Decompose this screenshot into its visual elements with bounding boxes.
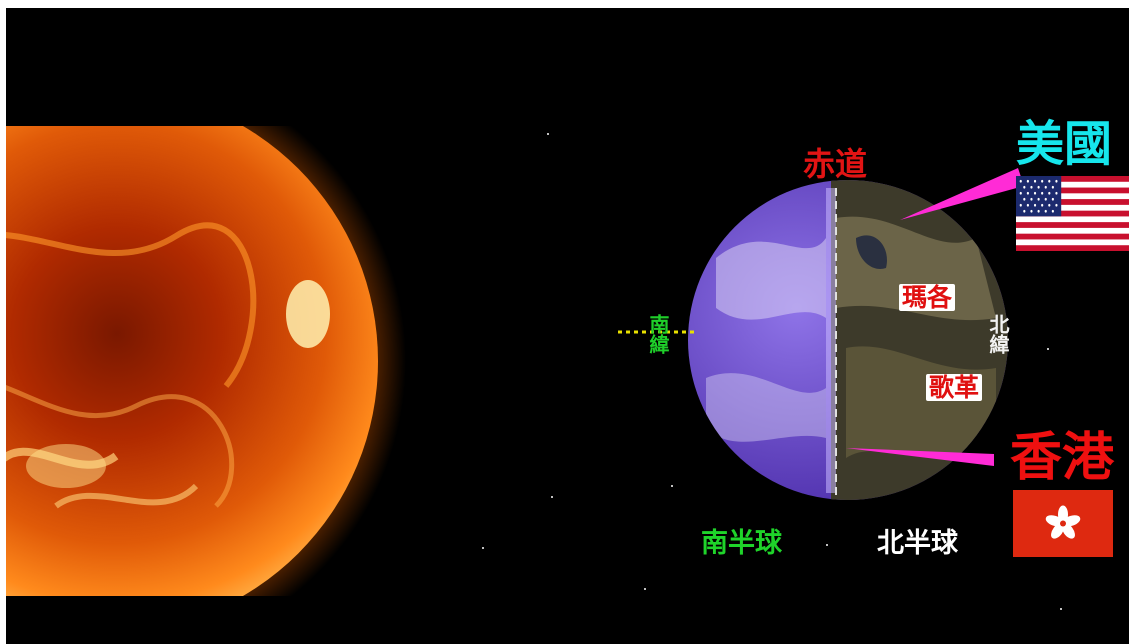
north-tropic-label: 北緯 — [986, 314, 1010, 354]
hong-kong-flag-icon — [1013, 490, 1113, 557]
hong-kong-label: 香港 — [1010, 428, 1115, 488]
northern-hemisphere-label: 北半球 — [877, 528, 958, 559]
city-label-magog: 瑪各 — [899, 284, 956, 311]
earth-image — [688, 180, 1008, 500]
city-label-gog: 歌革 — [926, 374, 983, 401]
us-flag-icon — [1016, 176, 1129, 251]
sun-image — [6, 126, 406, 596]
scene: 赤道 南緯 北緯 瑪各 歌革 南半球 北半球 美國 香港 — [6, 8, 1129, 644]
usa-label: 美國 — [1016, 116, 1113, 172]
south-tropic-label: 南緯 — [646, 314, 670, 354]
southern-hemisphere-label: 南半球 — [701, 528, 782, 559]
equator-label: 赤道 — [803, 145, 868, 183]
